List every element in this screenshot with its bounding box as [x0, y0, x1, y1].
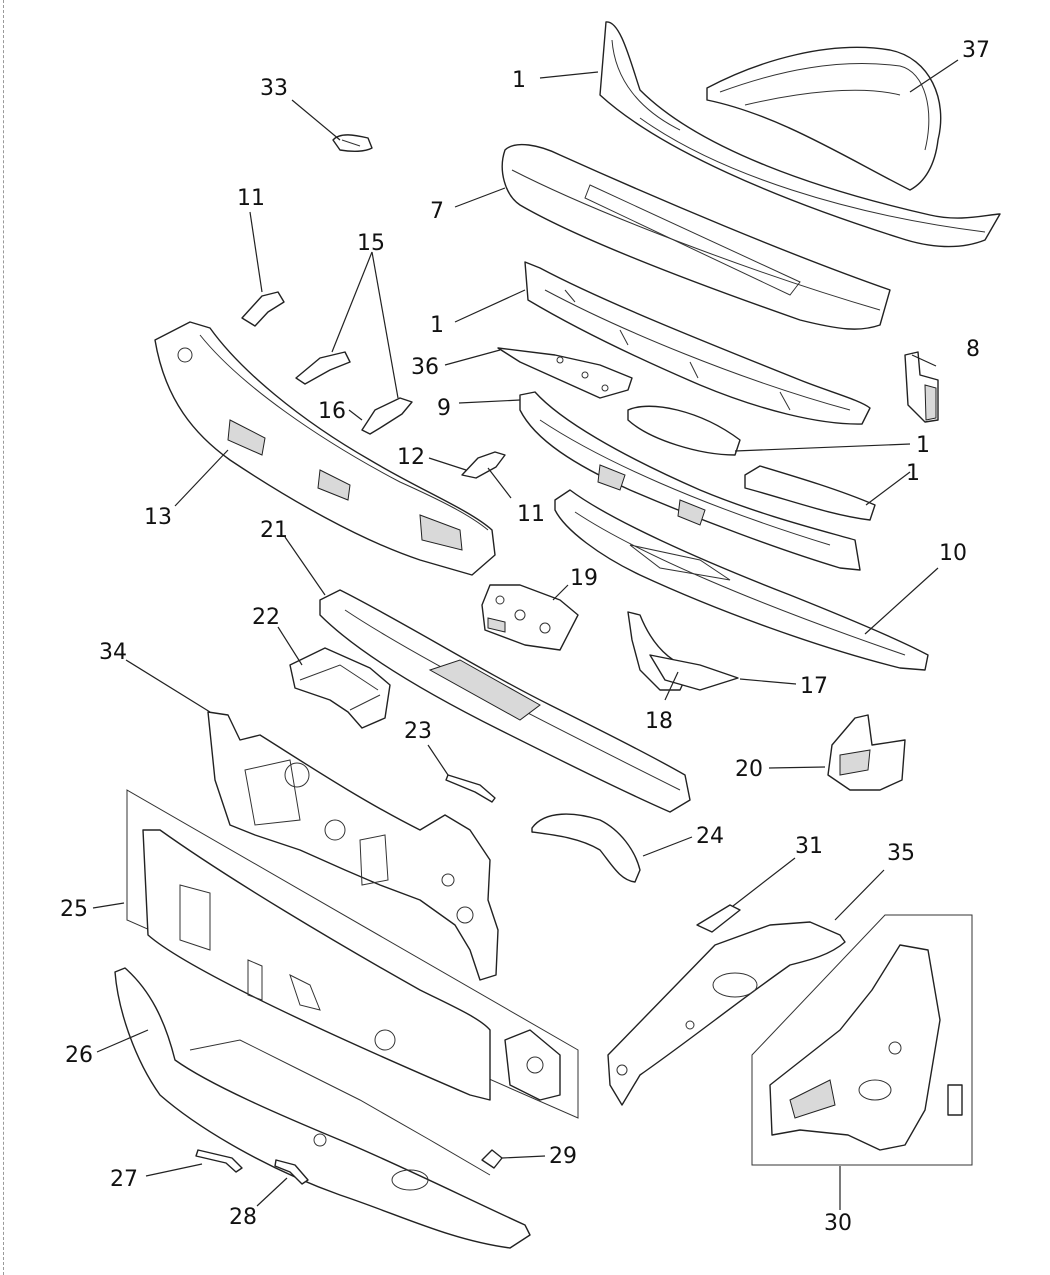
label-19: 19 — [570, 566, 598, 591]
part-13 — [154, 321, 496, 576]
label-21: 21 — [260, 518, 288, 543]
part-19 — [481, 584, 579, 651]
label-33: 33 — [260, 76, 288, 101]
label-15: 15 — [357, 231, 385, 256]
part-17 — [649, 654, 739, 691]
label-8: 8 — [966, 337, 980, 362]
part-15-bracket-a — [295, 351, 351, 385]
label-34: 34 — [99, 640, 127, 665]
part-1-top — [599, 21, 1001, 248]
label-24: 24 — [696, 824, 724, 849]
label-16: 16 — [318, 399, 346, 424]
label-35: 35 — [887, 841, 915, 866]
label-23: 23 — [404, 719, 432, 744]
label-31: 31 — [795, 834, 823, 859]
part-9 — [519, 391, 861, 571]
part-21 — [319, 589, 691, 813]
part-34 — [207, 711, 499, 981]
label-11: 11 — [517, 502, 545, 527]
label-26: 26 — [65, 1043, 93, 1068]
part-1-pad-lower — [744, 465, 876, 521]
part-16-bracket — [361, 397, 413, 435]
part-27 — [195, 1149, 243, 1173]
label-1: 1 — [916, 433, 930, 458]
part-24 — [531, 813, 641, 883]
label-1: 1 — [906, 461, 920, 486]
label-12: 12 — [397, 445, 425, 470]
label-30: 30 — [824, 1211, 852, 1236]
label-20: 20 — [735, 757, 763, 782]
part-7 — [501, 143, 891, 330]
part-28 — [274, 1159, 309, 1185]
page-edge-dashed-line — [3, 0, 4, 1275]
part-1-middle — [524, 261, 871, 425]
part-35 — [607, 921, 846, 1106]
part-10 — [554, 489, 929, 671]
leader-lines — [92, 59, 959, 1210]
part-37 — [706, 46, 942, 191]
part-31 — [696, 904, 741, 933]
label-22: 22 — [252, 605, 280, 630]
callout-labels: 1 37 33 7 11 15 1 8 36 16 9 1 12 11 1 13… — [60, 38, 990, 1236]
part-11-upper — [241, 291, 285, 327]
label-10: 10 — [939, 541, 967, 566]
part-29 — [481, 1149, 503, 1169]
label-25: 25 — [60, 897, 88, 922]
label-28: 28 — [229, 1205, 257, 1230]
part-8 — [904, 351, 939, 423]
part-20 — [827, 714, 906, 791]
label-17: 17 — [800, 674, 828, 699]
label-37: 37 — [962, 38, 990, 63]
part-25 — [126, 789, 579, 1119]
part-30-detail-box — [751, 914, 973, 1166]
part-12-bracket — [461, 451, 506, 479]
label-29: 29 — [549, 1144, 577, 1169]
label-13: 13 — [144, 505, 172, 530]
label-9: 9 — [437, 396, 451, 421]
label-1: 1 — [430, 313, 444, 338]
part-22 — [289, 647, 391, 729]
label-36: 36 — [411, 355, 439, 380]
part-23 — [445, 774, 496, 803]
label-11: 11 — [237, 186, 265, 211]
part-26 — [114, 967, 531, 1249]
label-27: 27 — [110, 1167, 138, 1192]
part-1-pad-upper — [627, 405, 741, 456]
label-1: 1 — [512, 68, 526, 93]
part-33 — [332, 134, 373, 153]
part-36 — [497, 347, 633, 399]
label-18: 18 — [645, 709, 673, 734]
label-7: 7 — [430, 199, 444, 224]
